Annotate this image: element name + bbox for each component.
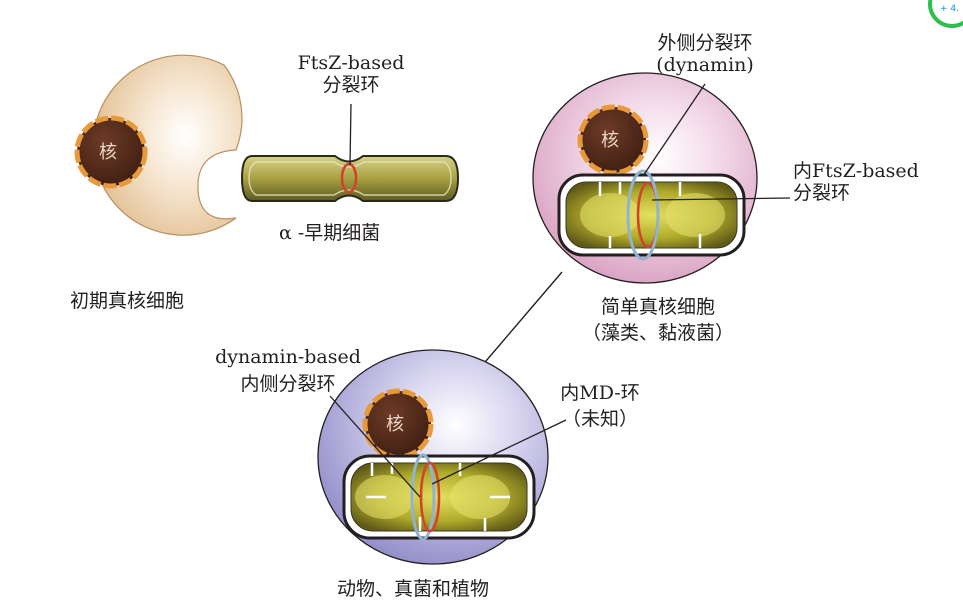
inner-md-label-line2: （未知）: [561, 408, 638, 430]
dynamin-ring-inner: [410, 453, 436, 541]
dynamin-inner-label-line1: dynamin-based: [215, 346, 361, 368]
inner-ftsz-label-line1: 内FtsZ-based: [793, 160, 919, 182]
ftsz-ring-label-line2: 分裂环: [322, 74, 380, 96]
ftsz-leader-line: [349, 103, 352, 166]
simple-nucleus: 核: [577, 104, 649, 176]
early-nucleus: 核: [74, 115, 148, 189]
early-nucleus-label: 核: [99, 142, 117, 163]
outer-ring-label: 外侧分裂环 (dynamin): [630, 32, 780, 76]
simple-eukaryote-label: 简单真核细胞 （藻类、黏液菌）: [568, 296, 748, 344]
animal-nucleus-label: 核: [386, 414, 404, 435]
inner-md-label: 内MD-环 （未知）: [550, 382, 650, 430]
simple-eukaryote-label-line2: （藻类、黏液菌）: [581, 322, 734, 344]
simple-mitochondrion: [557, 173, 746, 257]
inner-md-leader: [431, 419, 567, 485]
outer-ring-label-line1: 外侧分裂环: [657, 32, 753, 54]
early-eukaryote-cell: [92, 54, 243, 236]
inner-ftsz-label: 内FtsZ-based 分裂环: [793, 160, 919, 204]
ftsz-ring-bacterium: [340, 162, 358, 194]
ftsz-ring-label-line1: FtsZ-based: [297, 52, 405, 74]
dynamin-inner-label-line2: 内侧分裂环: [240, 373, 336, 395]
outer-ring-label-line2: (dynamin): [656, 54, 754, 76]
inner-ftsz-label-line2: 分裂环: [793, 182, 851, 204]
alpha-bacterium: [240, 155, 460, 202]
alpha-bacteria-label: α -早期细菌: [279, 222, 381, 244]
dynamin-inner-label: dynamin-based 内侧分裂环: [203, 346, 373, 395]
outer-ring-leader: [642, 83, 706, 177]
md-ring-inner: [419, 461, 441, 533]
simple-eukaryote-label-line1: 简单真核细胞: [600, 296, 715, 318]
evolution-arrow: [473, 271, 563, 376]
animals-fungi-plants-label: 动物、真菌和植物: [337, 578, 490, 600]
inner-ftsz-leader: [651, 197, 791, 201]
early-eukaryote-label: 初期真核细胞: [70, 290, 185, 312]
inner-md-label-line1: 内MD-环: [560, 382, 640, 404]
dynamin-ring-simple: [626, 169, 660, 261]
dynamin-inner-leader: [329, 395, 421, 498]
simple-nucleus-label: 核: [601, 130, 619, 151]
ftsz-ring-label: FtsZ-based 分裂环: [296, 52, 406, 96]
corner-badge-text: + 4.: [940, 4, 959, 14]
